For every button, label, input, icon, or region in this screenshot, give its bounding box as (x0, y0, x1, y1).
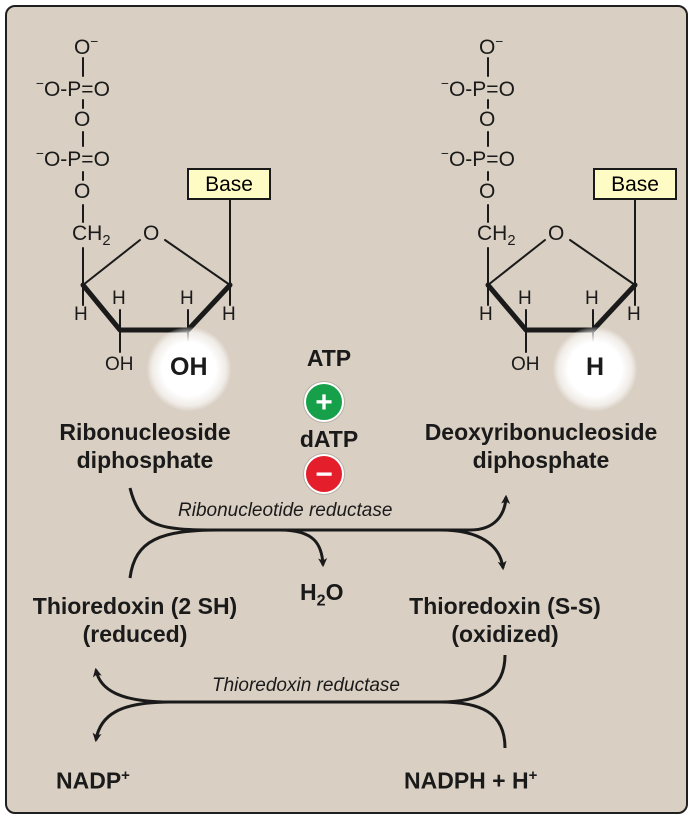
nadph-to-nadp-arrow (92, 700, 507, 749)
left-3-oh: OH (105, 354, 134, 375)
ribonucleotide-reductase-label: Ribonucleotide reductase (178, 500, 393, 521)
left-ch2: CH2 (72, 222, 111, 250)
right-3-oh: OH (511, 354, 540, 375)
right-o-link: O (479, 180, 496, 203)
right-h-highlight (553, 327, 637, 411)
reduced-to-water-arrow (128, 528, 328, 579)
right-phosphate-2: −O-P=O (441, 146, 515, 171)
datp-label: dATP (299, 426, 359, 452)
left-h-c4: H (74, 304, 88, 325)
right-h-c3: H (518, 288, 532, 309)
left-ring-c4-o (82, 239, 141, 286)
right-base-box: Base (593, 168, 677, 200)
left-ring-o-c1 (164, 239, 231, 286)
right-h-c4: H (479, 304, 493, 325)
right-ch2: CH2 (477, 222, 516, 250)
right-o-bridge: O (479, 108, 496, 131)
thioredoxin-reduced-name: Thioredoxin (2 SH) (32, 593, 238, 619)
thioredoxin-reductase-label: Thioredoxin reductase (212, 675, 400, 696)
inhibitor-minus-icon: − (304, 454, 344, 494)
left-base-box: Base (187, 168, 271, 200)
activator-plus-icon: + (304, 382, 344, 422)
thioredoxin-oxidized-state: (oxidized) (451, 621, 559, 647)
right-h-c2: H (585, 288, 599, 309)
right-ring-o-c1 (569, 239, 636, 286)
left-o-link: O (74, 180, 91, 203)
right-h-c1: H (627, 304, 641, 325)
left-ring-bold-edge (80, 282, 233, 333)
water-product: H2O (300, 579, 344, 610)
right-ring-c4-o (487, 239, 546, 286)
to-oxidized-arrow (400, 528, 507, 571)
right-molecule-name: Deoxyribonucleoside diphosphate (424, 419, 658, 473)
left-h-c2: H (180, 288, 194, 309)
thioredoxin-oxidized-name: Thioredoxin (S-S) (409, 593, 601, 619)
nadp-product: NADP+ (56, 767, 130, 794)
right-o-top: O− (479, 34, 504, 59)
left-molecule-name: Ribonucleoside diphosphate (59, 419, 231, 473)
left-phosphate-1: −O-P=O (36, 76, 110, 101)
left-oh-highlight (147, 327, 231, 411)
left-h-c3: H (112, 288, 126, 309)
right-phosphate-1: −O-P=O (441, 76, 515, 101)
right-2-h: H (586, 353, 605, 381)
left-o-bridge: O (74, 108, 91, 131)
atp-label: ATP (306, 345, 352, 371)
left-phosphate-2: −O-P=O (36, 146, 110, 171)
left-h-c1: H (222, 304, 236, 325)
diagram-panel (5, 5, 688, 814)
nadph-substrate: NADPH + H+ (404, 767, 538, 794)
right-ring-bold-edge (485, 282, 638, 333)
right-ring-oxygen: O (548, 222, 565, 245)
left-ring-oxygen: O (143, 222, 160, 245)
left-o-top: O− (74, 34, 99, 59)
thioredoxin-reduced-state: (reduced) (82, 621, 188, 647)
left-2-oh: OH (170, 353, 208, 381)
